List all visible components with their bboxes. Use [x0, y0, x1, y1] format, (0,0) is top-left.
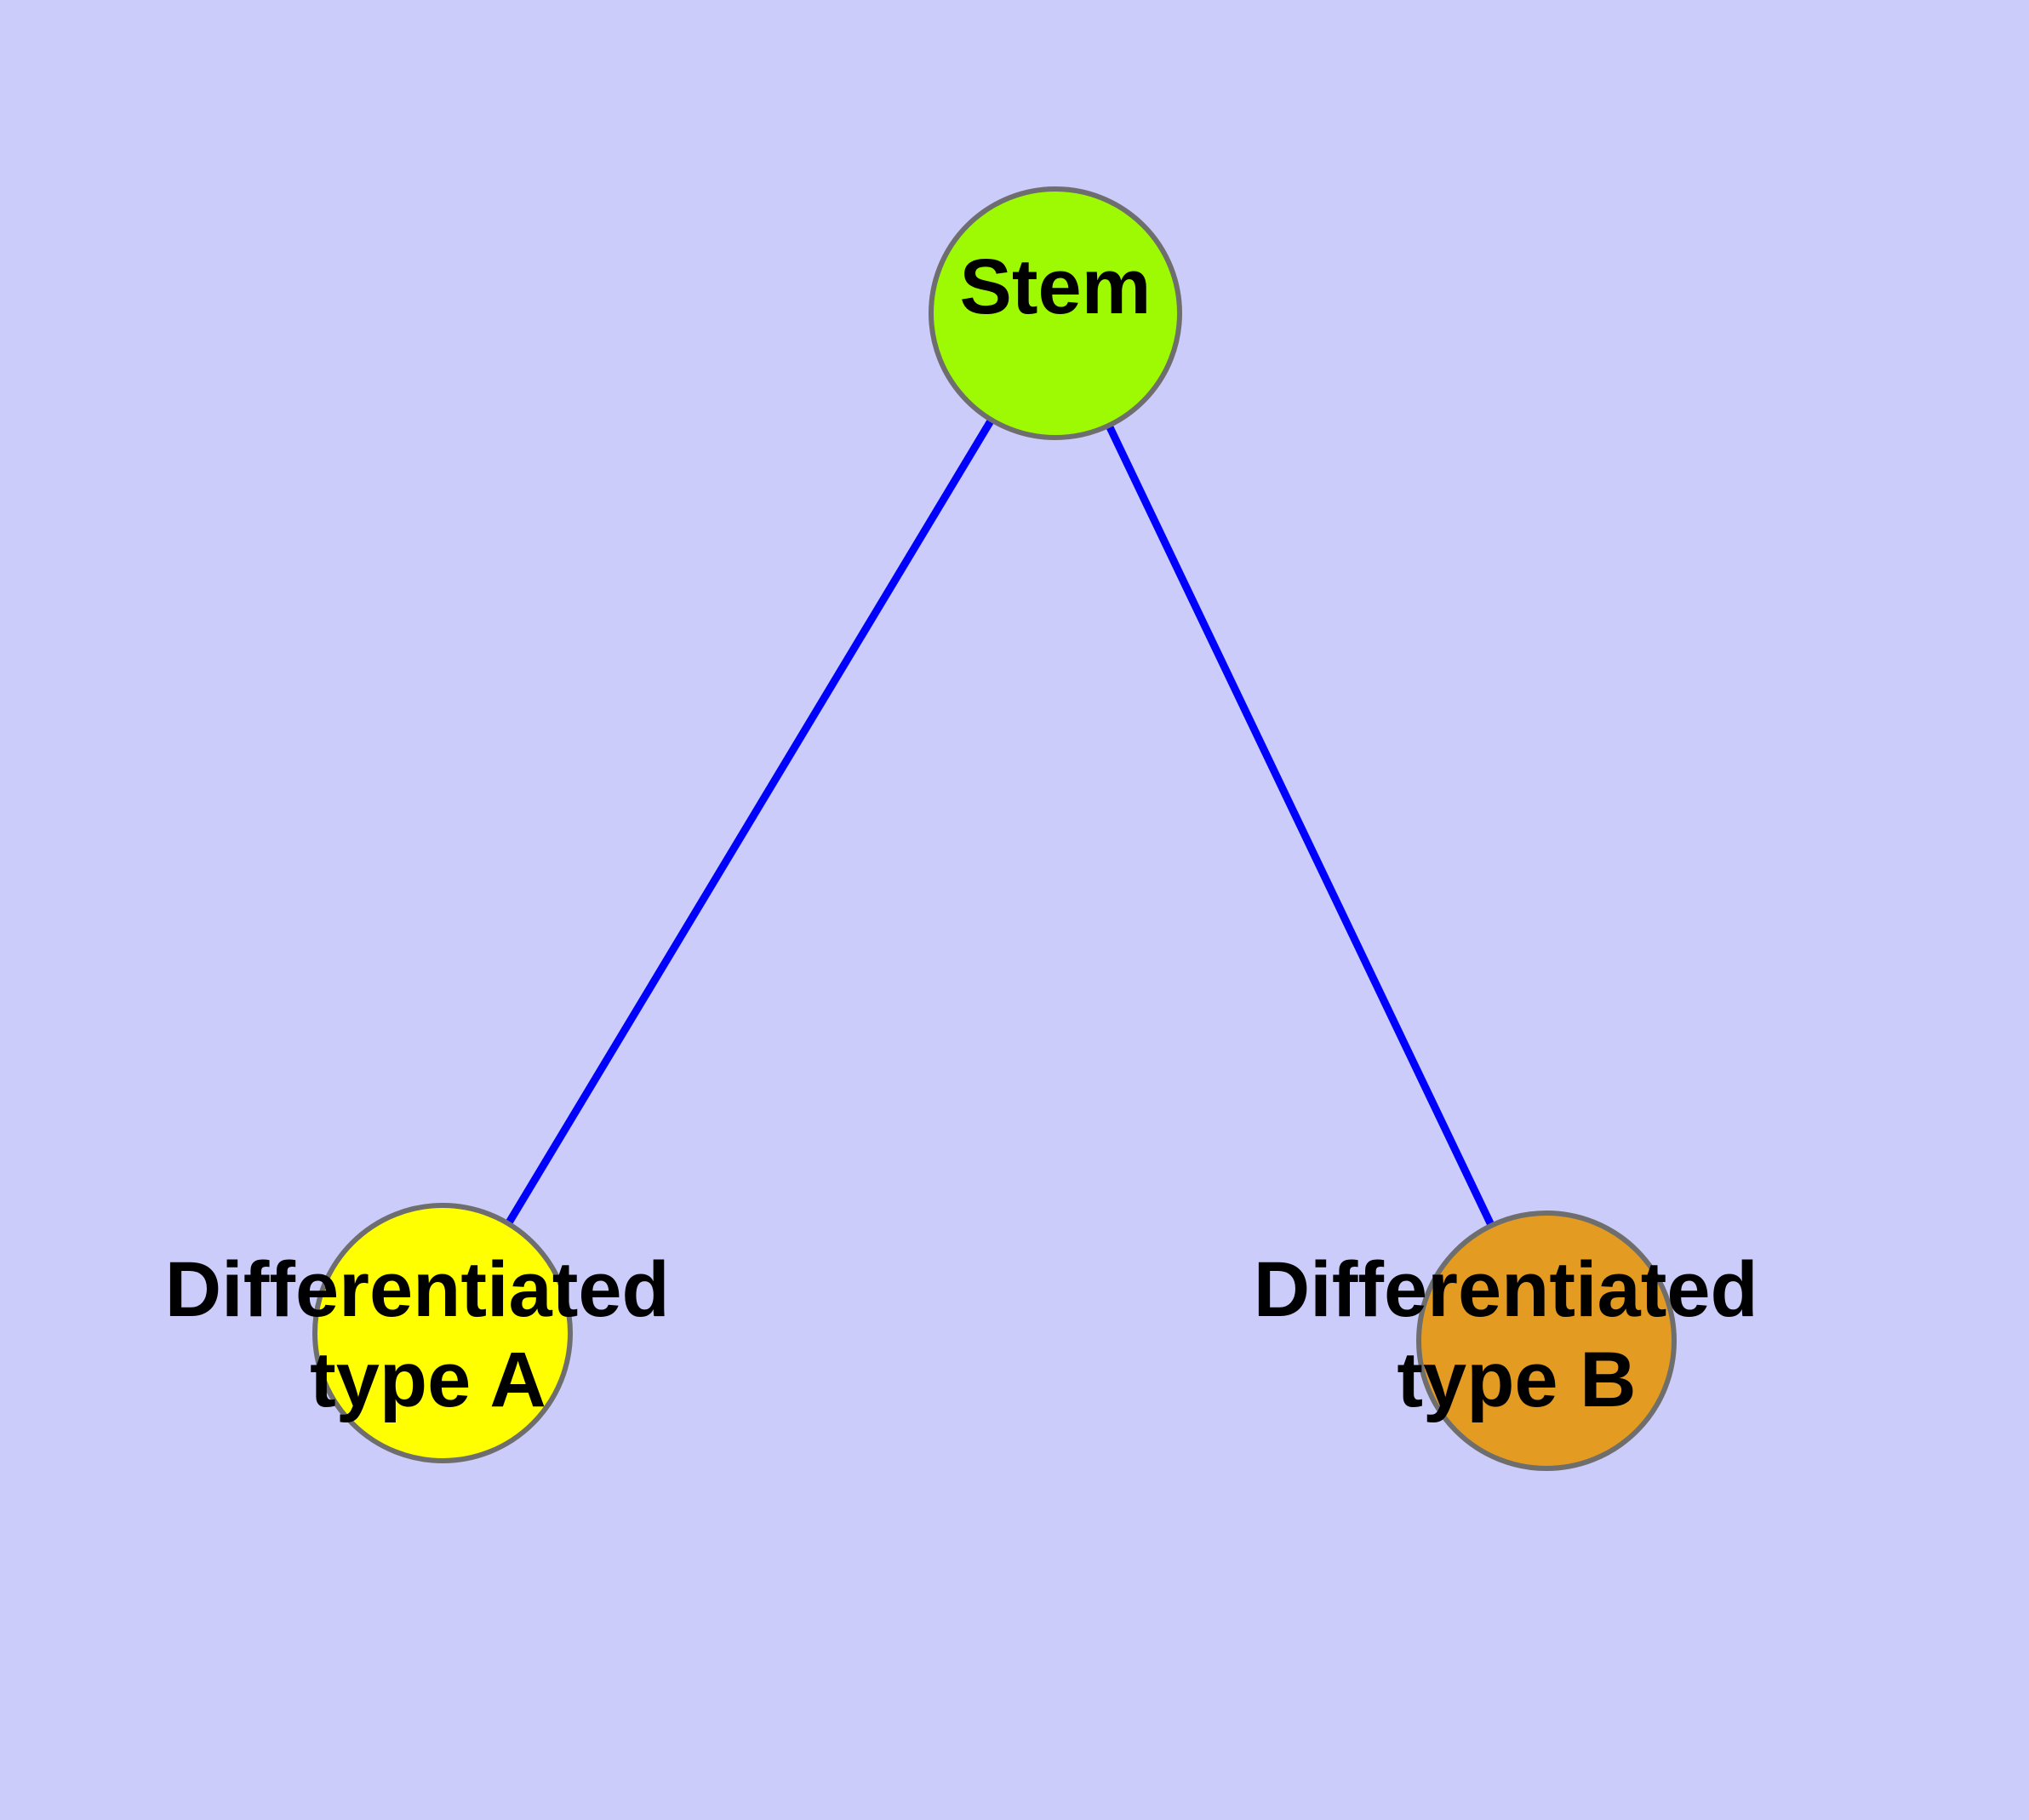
node-differentiated-type-b-label-line-2: type B	[1397, 1336, 1636, 1423]
node-differentiated-type-b-label: Differentiated type B	[1254, 1246, 1780, 1423]
node-stem[interactable]	[929, 186, 1182, 440]
node-differentiated-type-b-circle[interactable]	[1416, 1210, 1677, 1471]
node-differentiated-type-a-circle[interactable]	[312, 1203, 573, 1463]
node-stem-circle[interactable]	[929, 186, 1182, 440]
node-differentiated-type-a-label-line-1: Differentiated	[165, 1246, 670, 1333]
edge-stem-to-differentiated-type-b	[1051, 312, 1551, 1342]
edge-stem-to-differentiated-type-a	[439, 311, 1059, 1336]
node-differentiated-type-b-label-line-1: Differentiated	[1254, 1246, 1758, 1333]
node-differentiated-type-b[interactable]	[1416, 1210, 1677, 1471]
node-stem-label: Stem	[960, 243, 1152, 330]
node-differentiated-type-a[interactable]	[312, 1203, 573, 1463]
node-differentiated-type-a-label: Differentiated type A	[165, 1246, 692, 1423]
node-stem-label-line-1: Stem	[960, 243, 1152, 330]
node-differentiated-type-a-label-line-2: type A	[310, 1336, 546, 1423]
